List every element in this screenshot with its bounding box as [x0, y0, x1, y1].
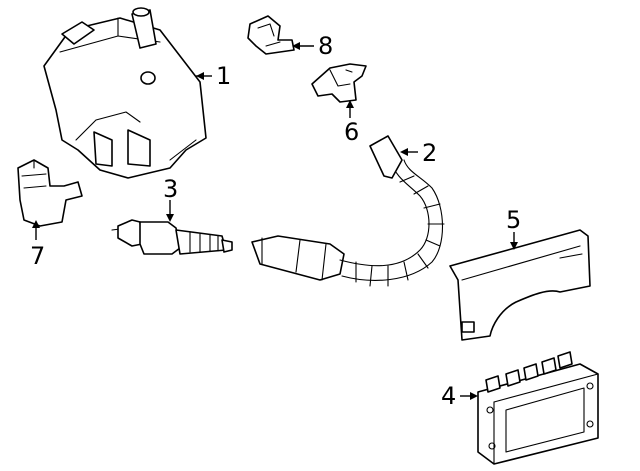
callout-6: 6 [344, 118, 359, 146]
callout-1: 1 [216, 62, 231, 90]
arrow-head-8 [292, 42, 300, 50]
callout-4: 4 [441, 382, 456, 410]
callout-5: 5 [506, 206, 521, 234]
spark-plug[interactable] [111, 219, 233, 255]
arrow-head-3 [166, 214, 174, 222]
arrow-head-5 [510, 242, 518, 250]
arrow-head-1 [196, 72, 204, 80]
ignition-wire[interactable] [251, 135, 445, 287]
arrow-head-6 [346, 100, 354, 108]
cover-plate[interactable] [449, 229, 591, 341]
sensor-part-8[interactable] [247, 15, 295, 55]
ignition-coil-assembly[interactable] [43, 7, 207, 179]
sensor-part-7[interactable] [17, 159, 83, 227]
callout-3: 3 [163, 175, 178, 203]
callout-7: 7 [30, 242, 45, 270]
callout-2: 2 [422, 139, 437, 167]
sensor-part-6[interactable] [311, 63, 367, 103]
arrow-head-2 [400, 148, 408, 156]
control-module[interactable] [477, 351, 599, 465]
callout-8: 8 [318, 32, 333, 60]
arrow-head-4 [470, 392, 478, 400]
arrow-head-7 [32, 220, 40, 228]
